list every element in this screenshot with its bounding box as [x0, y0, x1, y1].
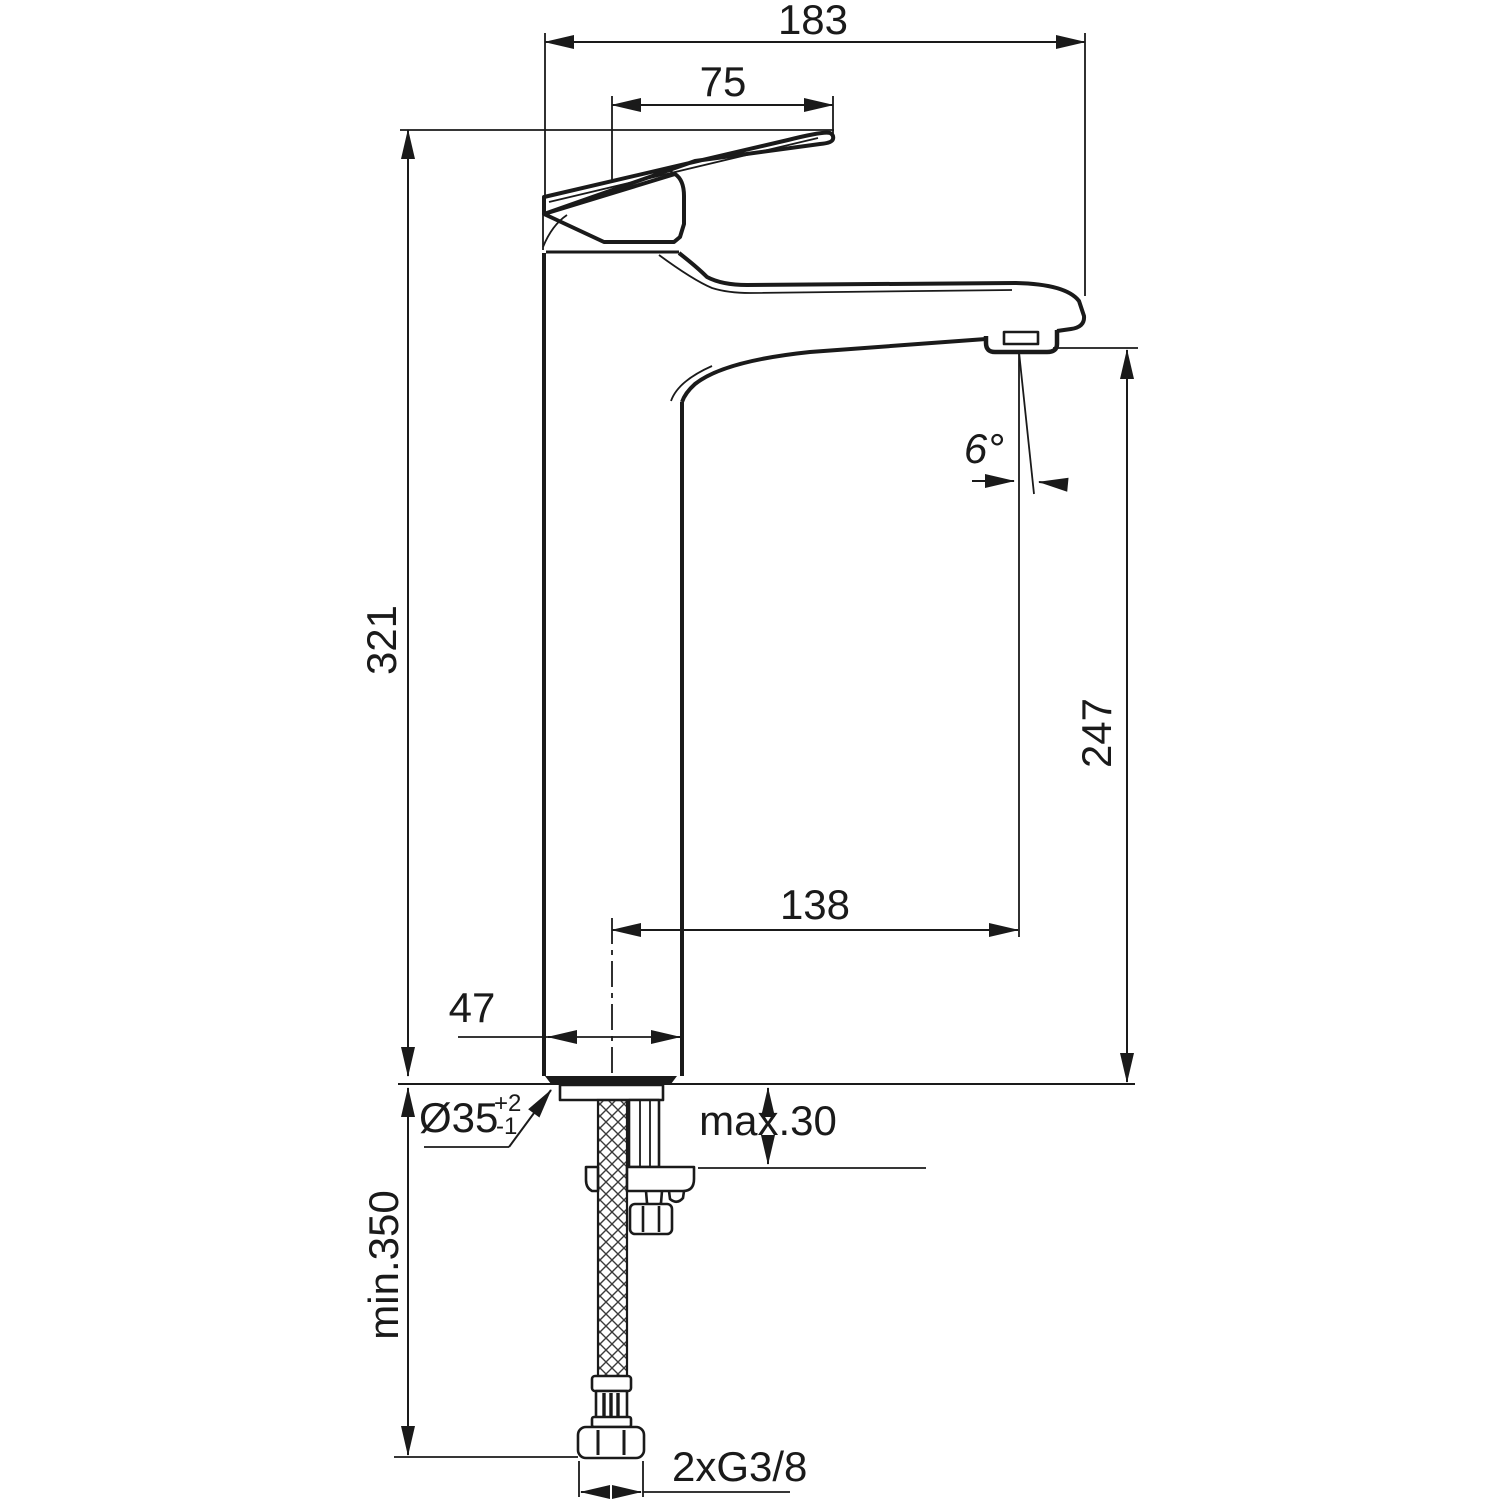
shank-collar: [558, 1083, 665, 1102]
dim-min-hose-clearance: min.350: [360, 1087, 578, 1458]
dimensions: 183 75 321 min.350 247 6: [358, 0, 1138, 1499]
cartridge-dome-arc: [542, 214, 568, 248]
aerator-screen: [1002, 330, 1040, 346]
mounting-flange-right: [625, 1165, 696, 1193]
mounting-flange-left: [584, 1165, 600, 1193]
hose-ferrule: [590, 1374, 633, 1393]
installation-parts: [398, 1083, 1135, 1460]
dim-spout-height: 247: [1053, 347, 1138, 1083]
lever-blade-highlight: [548, 137, 819, 203]
dim-total-height: 321: [358, 129, 834, 1077]
threaded-rod: [627, 1098, 661, 1169]
dim-overall-width-label: 183: [778, 0, 848, 43]
dim-hole-diameter-label: Ø35: [419, 1094, 498, 1141]
dim-body-width-label: 47: [449, 984, 496, 1031]
dim-spout-height-label: 247: [1073, 698, 1120, 768]
dim-body-width: 47: [449, 984, 682, 1044]
base-gasket: [545, 1076, 677, 1084]
dim-spout-reach: 138: [611, 881, 1019, 937]
hose-end-nut: [576, 1425, 646, 1460]
dim-spout-angle: 6°: [964, 351, 1069, 937]
spout-highlight: [658, 254, 1013, 294]
dim-spout-reach-label: 138: [780, 881, 850, 928]
dim-lever-length-label: 75: [700, 58, 747, 105]
flange-clip-tab: [667, 1190, 686, 1204]
dim-min-hose-clearance-label: min.350: [360, 1190, 407, 1339]
dim-spout-angle-label: 6°: [964, 425, 1004, 472]
spout-underside-highlight: [670, 365, 713, 402]
dim-total-height-label: 321: [358, 605, 405, 675]
hose-collar: [590, 1415, 633, 1429]
dim-connection-thread-label: 2xG3/8: [672, 1443, 807, 1490]
hole-tolerance-upper-label: +2: [494, 1090, 521, 1117]
dim-max-deck-thickness: max.30: [698, 1087, 926, 1169]
dim-connection-thread: 2xG3/8: [578, 1443, 807, 1499]
braided-hose: [596, 1098, 629, 1379]
dim-overall-width: 183: [544, 0, 1086, 296]
dim-max-deck-thickness-label: max.30: [699, 1097, 837, 1144]
dim-hole-diameter: Ø35 +2 -1: [419, 1089, 552, 1148]
spout-top-edge: [677, 251, 1087, 333]
angle-reference-line: [1018, 351, 1035, 495]
spout-underside: [680, 337, 987, 403]
dim-lever-length: 75: [611, 58, 834, 180]
mounting-nut: [628, 1202, 674, 1236]
hole-tolerance-lower-label: -1: [496, 1113, 517, 1140]
faucet-outline: [542, 130, 1087, 1084]
angle-arrow-right: [1038, 477, 1069, 492]
leader-arrow: [508, 1089, 552, 1148]
